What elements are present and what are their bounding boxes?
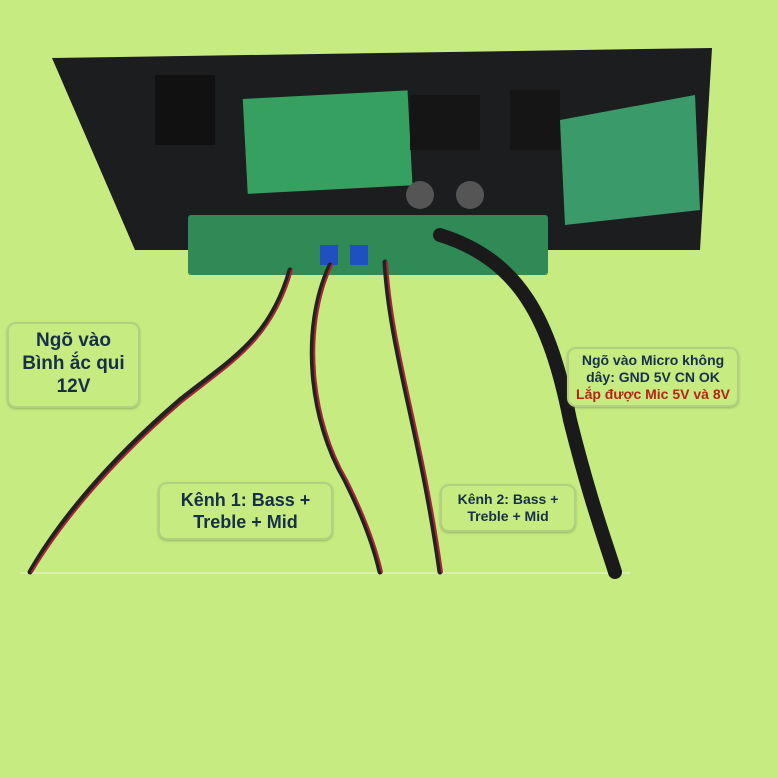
battery-wire <box>27 267 293 575</box>
power-pcb <box>242 90 413 194</box>
label-line: Ngõ vào Micro không <box>581 352 725 368</box>
connector <box>350 245 368 265</box>
label-line: Bình ắc qui <box>22 352 125 374</box>
label-line: 12V <box>56 375 91 397</box>
cut-band <box>20 572 630 574</box>
connector <box>320 245 338 265</box>
channel1-wire <box>313 264 383 573</box>
switch <box>155 75 215 145</box>
label-line: dây: GND 5V CN OK <box>586 368 720 385</box>
channel2-wire <box>386 261 443 573</box>
jack-2 <box>510 90 560 150</box>
label-line: Ngõ vào <box>36 330 111 351</box>
potentiometer <box>406 181 434 209</box>
channel1-wire <box>309 262 383 575</box>
display-pcb <box>560 95 700 225</box>
battery-wire <box>31 269 293 573</box>
label-line: Kênh 2: Bass + <box>457 491 559 507</box>
channel1-label: Kênh 1: Bass + Treble + Mid <box>158 482 333 540</box>
channel2-label: Kênh 2: Bass + Treble + Mid <box>440 484 576 532</box>
battery-input-label: Ngõ vào Bình ắc qui 12V <box>7 322 140 408</box>
label-line: Treble + Mid <box>467 507 549 524</box>
jack-1 <box>410 95 480 150</box>
label-line: Treble + Mid <box>193 511 298 532</box>
mic-ribbon-cable <box>433 228 622 579</box>
channel2-wire <box>382 259 443 575</box>
label-line-highlight: Lắp được Mic 5V và 8V <box>576 385 730 402</box>
label-line: Kênh 1: Bass + <box>180 490 311 510</box>
potentiometer <box>456 181 484 209</box>
mic-input-label: Ngõ vào Micro không dây: GND 5V CN OK Lắ… <box>567 347 739 407</box>
